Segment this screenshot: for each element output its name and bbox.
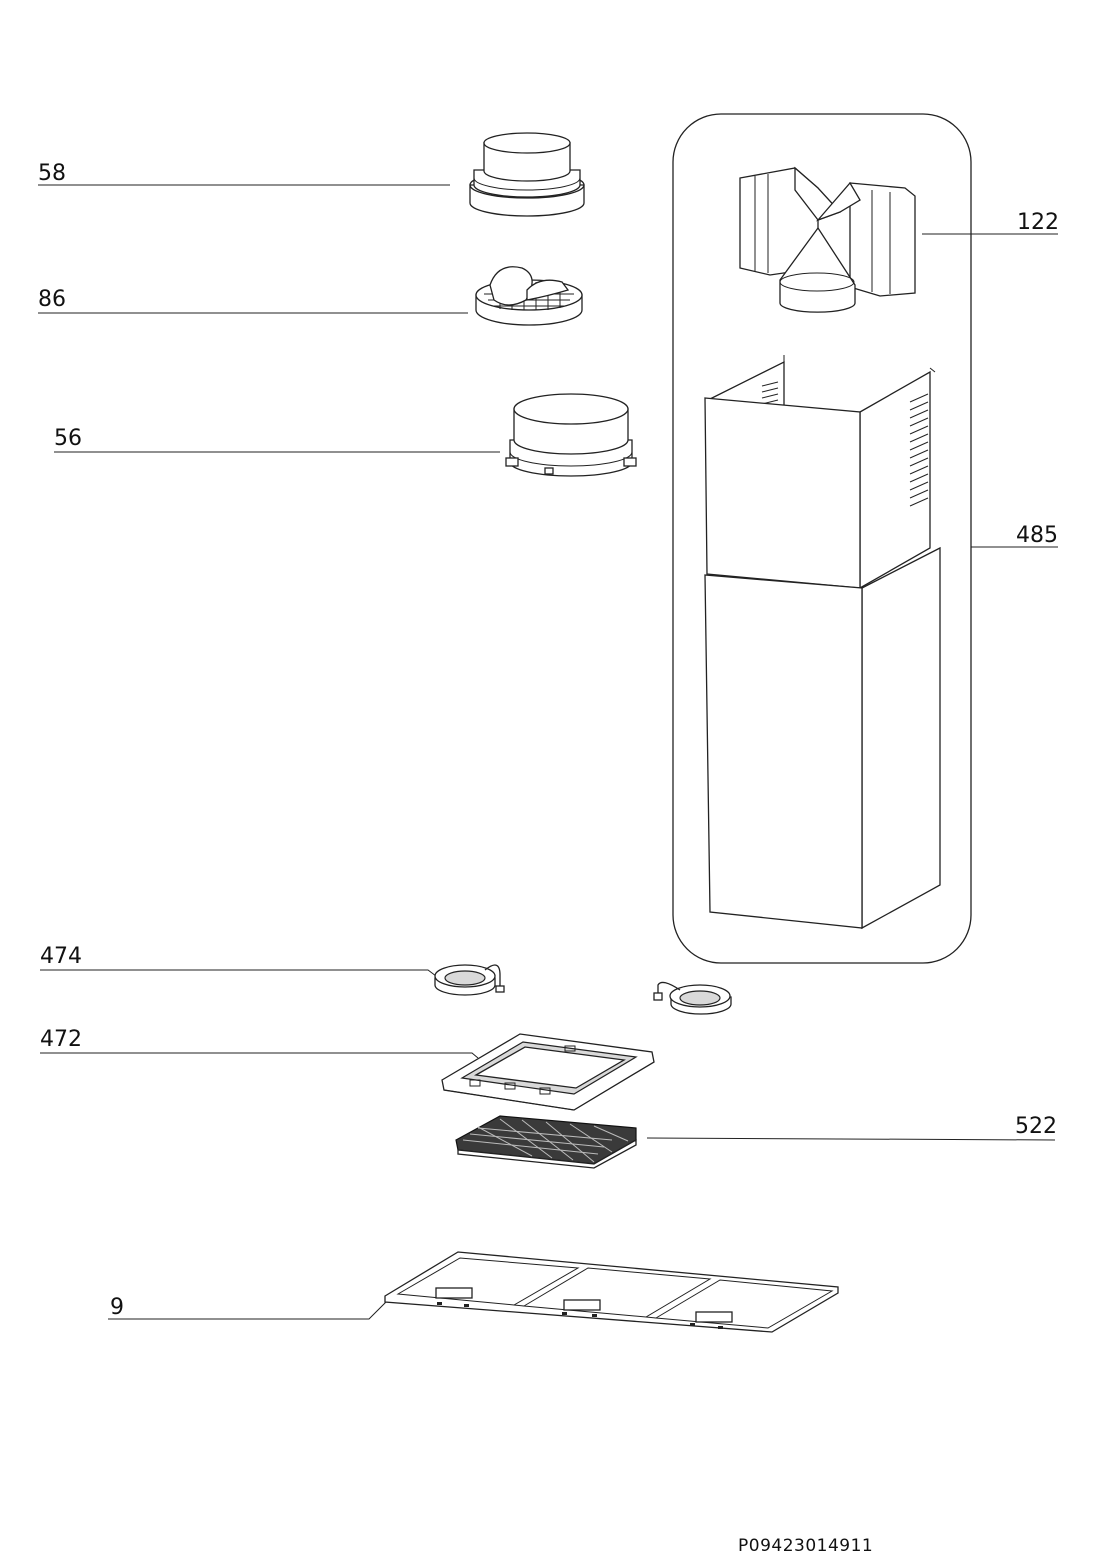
part-86-non-return-valve (475, 266, 583, 326)
label-86-text: 86 (38, 287, 66, 312)
part-522-charcoal-filter (455, 1115, 637, 1169)
label-472-text: 472 (40, 1027, 82, 1052)
label-56-text: 56 (54, 426, 82, 451)
label-474: 474 (40, 944, 437, 977)
label-485: 485 (971, 523, 1058, 548)
part-9-grease-filters (384, 1251, 839, 1333)
label-485-text: 485 (1016, 523, 1058, 548)
chimney-group-frame (672, 113, 972, 964)
label-474-text: 474 (40, 944, 82, 969)
leader-472 (40, 1052, 479, 1059)
chimney-vent-slots (909, 393, 929, 507)
label-9: 9 (108, 1295, 389, 1320)
label-472: 472 (40, 1027, 479, 1059)
label-122: 122 (922, 210, 1059, 235)
leader-9 (108, 1299, 389, 1320)
part-474-lamp-left (434, 964, 505, 996)
leader-474 (40, 969, 437, 977)
label-58-text: 58 (38, 161, 66, 186)
label-522: 522 (646, 1114, 1057, 1141)
part-58-reducer (469, 132, 585, 217)
part-474-lamp-right (653, 981, 732, 1015)
label-522-text: 522 (1015, 1114, 1057, 1139)
document-code: P09423014911 (738, 1536, 873, 1554)
label-9-text: 9 (110, 1295, 124, 1320)
label-58: 58 (38, 161, 450, 186)
leader-522 (646, 1137, 1056, 1141)
part-122-y-connector (739, 166, 916, 313)
part-56-adaptor-ring (505, 393, 637, 477)
part-472-filter-frame (441, 1033, 655, 1111)
label-86: 86 (38, 287, 468, 314)
label-122-text: 122 (1017, 210, 1059, 235)
label-56: 56 (54, 426, 500, 453)
part-485-chimney (704, 355, 941, 930)
